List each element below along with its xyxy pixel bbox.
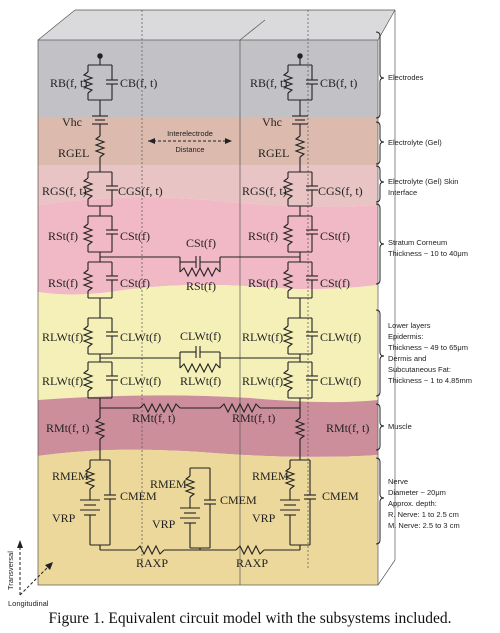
vrp-3-label: VRP xyxy=(252,511,276,525)
rgel-left-label: RGEL xyxy=(58,146,89,160)
brace-lower xyxy=(375,309,385,397)
layer-label-nerve-3: R. Nerve: 1 to 2.5 cm xyxy=(388,510,459,519)
rgs-right-label: RGS(f, t) xyxy=(242,184,287,198)
cst-left-2-label: CSt(f) xyxy=(120,276,150,290)
layer-label-lower-0: Lower layers xyxy=(388,321,431,330)
clw-left-2-label: CLWt(f) xyxy=(120,374,161,388)
axis-indicator: Transversal Longitudinal xyxy=(6,540,53,608)
rst-left-2-label: RSt(f) xyxy=(48,276,78,290)
layer-label-electrodes-0: Electrodes xyxy=(388,73,424,82)
layer-label-lower-4: Subcutaneous Fat: xyxy=(388,365,451,374)
electrode-circuit-left xyxy=(82,53,118,460)
raxp-1-label: RAXP xyxy=(136,556,168,570)
nerve-circuits xyxy=(80,459,316,556)
layer-label-lower-2: Thickness ~ 49 to 65μm xyxy=(388,343,468,352)
cst-right-2-label: CSt(f) xyxy=(320,276,350,290)
layer-label-interface-0: Electrolyte (Gel) Skin xyxy=(388,177,458,186)
vhc-right-label: Vhc xyxy=(262,115,282,129)
clw-right-1-label: CLWt(f) xyxy=(320,330,361,344)
layer-label-lower-3: Dermis and xyxy=(388,354,426,363)
cgs-left-label: CGS(f, t) xyxy=(118,184,163,198)
cmem-2-label: CMEM xyxy=(220,493,257,507)
nerve-cell-1 xyxy=(80,459,116,546)
nerve-cell-2 xyxy=(180,467,216,549)
rm-left-label: RMt(f, t) xyxy=(46,421,89,435)
cb-right-label: CB(f, t) xyxy=(320,76,357,90)
rgs-left-label: RGS(f, t) xyxy=(42,184,87,198)
band-stratum xyxy=(38,197,378,295)
layer-label-lower-1: Epidermis: xyxy=(388,332,423,341)
cmem-1-label: CMEM xyxy=(120,489,157,503)
cgs-right-label: CGS(f, t) xyxy=(318,184,363,198)
band-lower xyxy=(38,284,378,403)
layer-label-lower-5: Thickness ~ 1 to 4.85mm xyxy=(388,376,472,385)
brace-muscle xyxy=(375,403,385,451)
rlw-cross-label: RLWt(f) xyxy=(180,374,221,388)
box-top-face xyxy=(38,10,395,40)
cmem-3-label: CMEM xyxy=(322,489,359,503)
rmem-2-label: RMEM xyxy=(150,477,187,491)
transversal-label: Transversal xyxy=(6,551,15,590)
brace-electrodes xyxy=(375,31,385,119)
band-muscle xyxy=(38,395,378,457)
layer-label-muscle-0: Muscle xyxy=(388,422,412,431)
brace-electrolyte xyxy=(375,121,385,165)
vrp-2-label: VRP xyxy=(152,517,176,531)
layer-label-stratum-0: Stratum Corneum xyxy=(388,238,447,247)
rst-cross-label: RSt(f) xyxy=(186,279,216,293)
layer-braces xyxy=(375,31,385,545)
cst-right-1-label: CSt(f) xyxy=(320,229,350,243)
rlw-right-1-label: RLWt(f) xyxy=(242,330,283,344)
rlw-left-1-label: RLWt(f) xyxy=(42,330,83,344)
layer-label-electrolyte-0: Electrolyte (Gel) xyxy=(388,138,442,147)
vhc-left-label: Vhc xyxy=(62,115,82,129)
nerve-cell-3 xyxy=(280,459,316,546)
cst-cross-label: CSt(f) xyxy=(186,236,216,250)
electrode-circuit-right xyxy=(282,53,318,460)
figure-caption: Figure 1. Equivalent circuit model with … xyxy=(48,610,452,627)
rst-right-2-label: RSt(f) xyxy=(248,276,278,290)
brace-interface xyxy=(375,165,385,203)
box-outline xyxy=(37,9,396,586)
rb-left-label: RB(f, t) xyxy=(50,76,87,90)
layer-label-nerve-4: M. Nerve: 2.5 to 3 cm xyxy=(388,521,460,530)
band-nerve xyxy=(38,449,378,585)
raxp-2-label: RAXP xyxy=(236,556,268,570)
cb-left-label: CB(f, t) xyxy=(120,76,157,90)
layer-bands xyxy=(38,10,395,585)
layer-label-nerve-1: Diameter ~ 20μm xyxy=(388,488,446,497)
interelectrode-distance: Interelectrode Distance xyxy=(148,129,232,154)
rst-left-1-label: RSt(f) xyxy=(48,229,78,243)
rm-cross-1-label: RMt(f, t) xyxy=(132,411,175,425)
layer-label-stratum-1: Thickness ~ 10 to 40μm xyxy=(388,249,468,258)
clw-cross-label: CLWt(f) xyxy=(180,329,221,343)
brace-stratum xyxy=(375,203,385,285)
rlw-left-2-label: RLWt(f) xyxy=(42,374,83,388)
cst-left-1-label: CSt(f) xyxy=(120,229,150,243)
rm-cross-2-label: RMt(f, t) xyxy=(232,411,275,425)
layer-label-interface-1: Interface xyxy=(388,188,417,197)
rmem-3-label: RMEM xyxy=(252,469,289,483)
interelectrode-label: Interelectrode xyxy=(167,129,213,138)
rm-right-label: RMt(f, t) xyxy=(326,421,369,435)
component-labels: RB(f, t) CB(f, t) Vhc RGEL RGS(f, t) CGS… xyxy=(42,76,369,570)
clw-left-1-label: CLWt(f) xyxy=(120,330,161,344)
longitudinal-label: Longitudinal xyxy=(8,599,49,608)
rb-right-label: RB(f, t) xyxy=(250,76,287,90)
brace-nerve xyxy=(375,457,385,545)
distance-label: Distance xyxy=(175,145,204,154)
band-electrodes xyxy=(38,40,378,118)
band-interface xyxy=(38,165,378,207)
vrp-1-label: VRP xyxy=(52,511,76,525)
layer-label-nerve-2: Approx. depth: xyxy=(388,499,437,508)
clw-right-2-label: CLWt(f) xyxy=(320,374,361,388)
rst-right-1-label: RSt(f) xyxy=(248,229,278,243)
cross-branches xyxy=(100,256,300,414)
layer-label-nerve-0: Nerve xyxy=(388,477,408,486)
rgel-right-label: RGEL xyxy=(258,146,289,160)
rlw-right-2-label: RLWt(f) xyxy=(242,374,283,388)
rmem-1-label: RMEM xyxy=(52,469,89,483)
